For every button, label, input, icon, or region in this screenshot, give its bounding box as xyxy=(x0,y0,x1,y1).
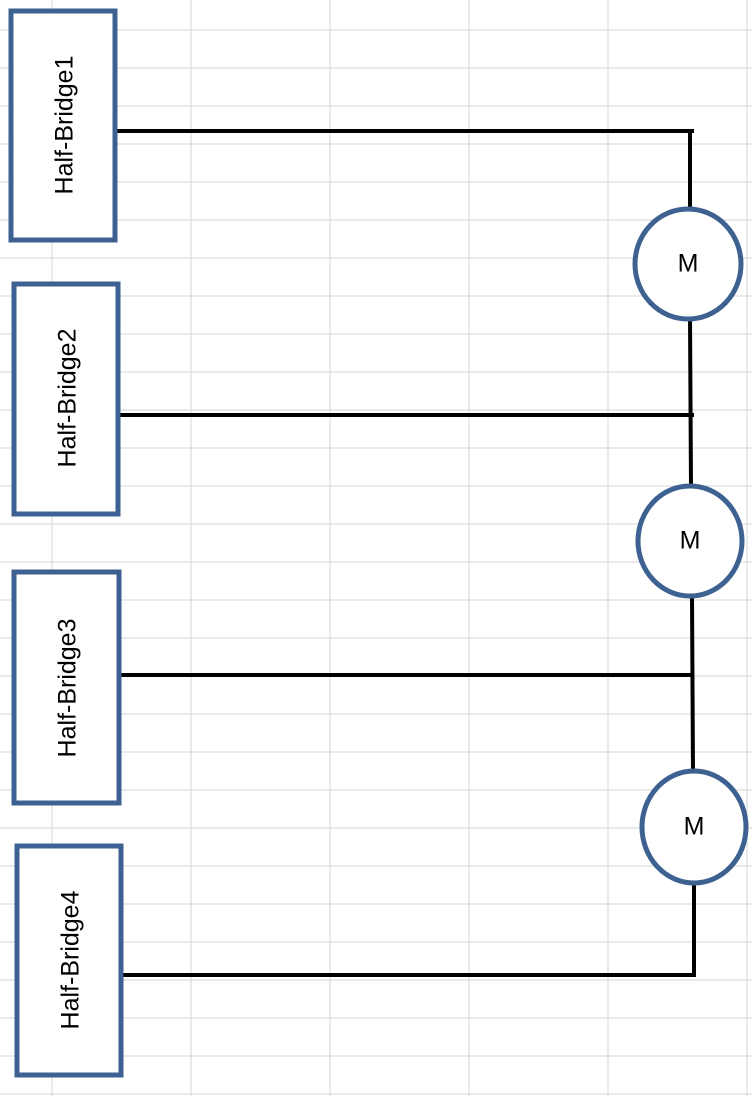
wire-vertical-m2-m3 xyxy=(689,593,696,776)
motor-label: M xyxy=(684,813,705,841)
half-bridge-box xyxy=(14,843,124,1078)
half-bridge-2: Half-Bridge2 xyxy=(11,281,121,517)
motor-2: M xyxy=(635,483,745,599)
motor-circle xyxy=(632,206,744,322)
half-bridge-box xyxy=(8,8,118,243)
half-bridge-box xyxy=(11,281,121,517)
half-bridge-label: Half-Bridge4 xyxy=(57,890,85,1029)
motor-3: M xyxy=(639,768,749,886)
half-bridge-3: Half-Bridge3 xyxy=(11,569,122,806)
wires xyxy=(115,129,696,977)
half-bridge-label: Half-Bridge1 xyxy=(51,56,79,195)
half-bridge-4: Half-Bridge4 xyxy=(14,843,124,1078)
motor-circle xyxy=(635,483,745,599)
half-bridge-1: Half-Bridge1 xyxy=(8,8,118,243)
motor-circle xyxy=(639,768,749,886)
motor-label: M xyxy=(678,250,699,278)
motor-label: M xyxy=(680,527,701,555)
half-bridge-box xyxy=(11,569,122,806)
motor-1: M xyxy=(632,206,744,322)
wire-vertical-m1-m2 xyxy=(687,315,694,490)
half-bridge-label: Half-Bridge3 xyxy=(54,619,82,758)
half-bridge-label: Half-Bridge2 xyxy=(54,329,82,468)
